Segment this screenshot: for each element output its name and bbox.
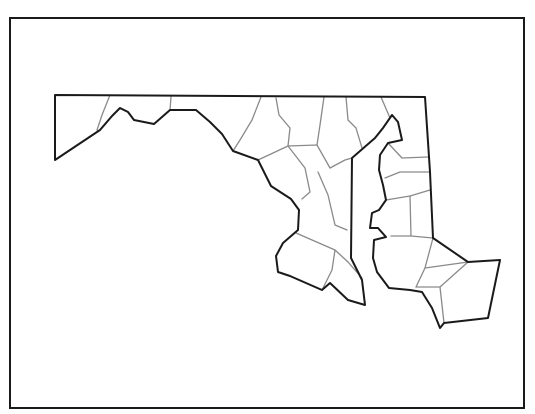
county-line-charles-st-marys [321, 249, 336, 291]
county-line-dorchester [390, 235, 434, 239]
western-shore-outline [54, 94, 501, 329]
county-line-howard-anne-arundel [287, 145, 311, 200]
county-line-carroll-baltimore [275, 97, 291, 147]
county-line-prince-georges [317, 171, 348, 231]
county-line-anne-arundel [329, 157, 353, 169]
county-line-caroline [409, 195, 412, 237]
county-line-montgomery-howard [257, 144, 331, 169]
county-line-queen-annes [384, 171, 431, 179]
county-line-frederick-carroll [232, 96, 262, 152]
county-line-wicomico-worcester [424, 261, 469, 269]
county-line-harford-cecil [345, 96, 363, 149]
county-line-cecil-east [380, 96, 391, 119]
county-line-allegany-washington [169, 96, 172, 111]
map-border [9, 17, 525, 409]
county-line-baltimore-harford [316, 96, 325, 146]
county-line-worcester [439, 261, 469, 288]
state-outline [54, 94, 501, 329]
county-line-garrett-allegany [96, 94, 111, 131]
county-line-kent [387, 142, 429, 159]
